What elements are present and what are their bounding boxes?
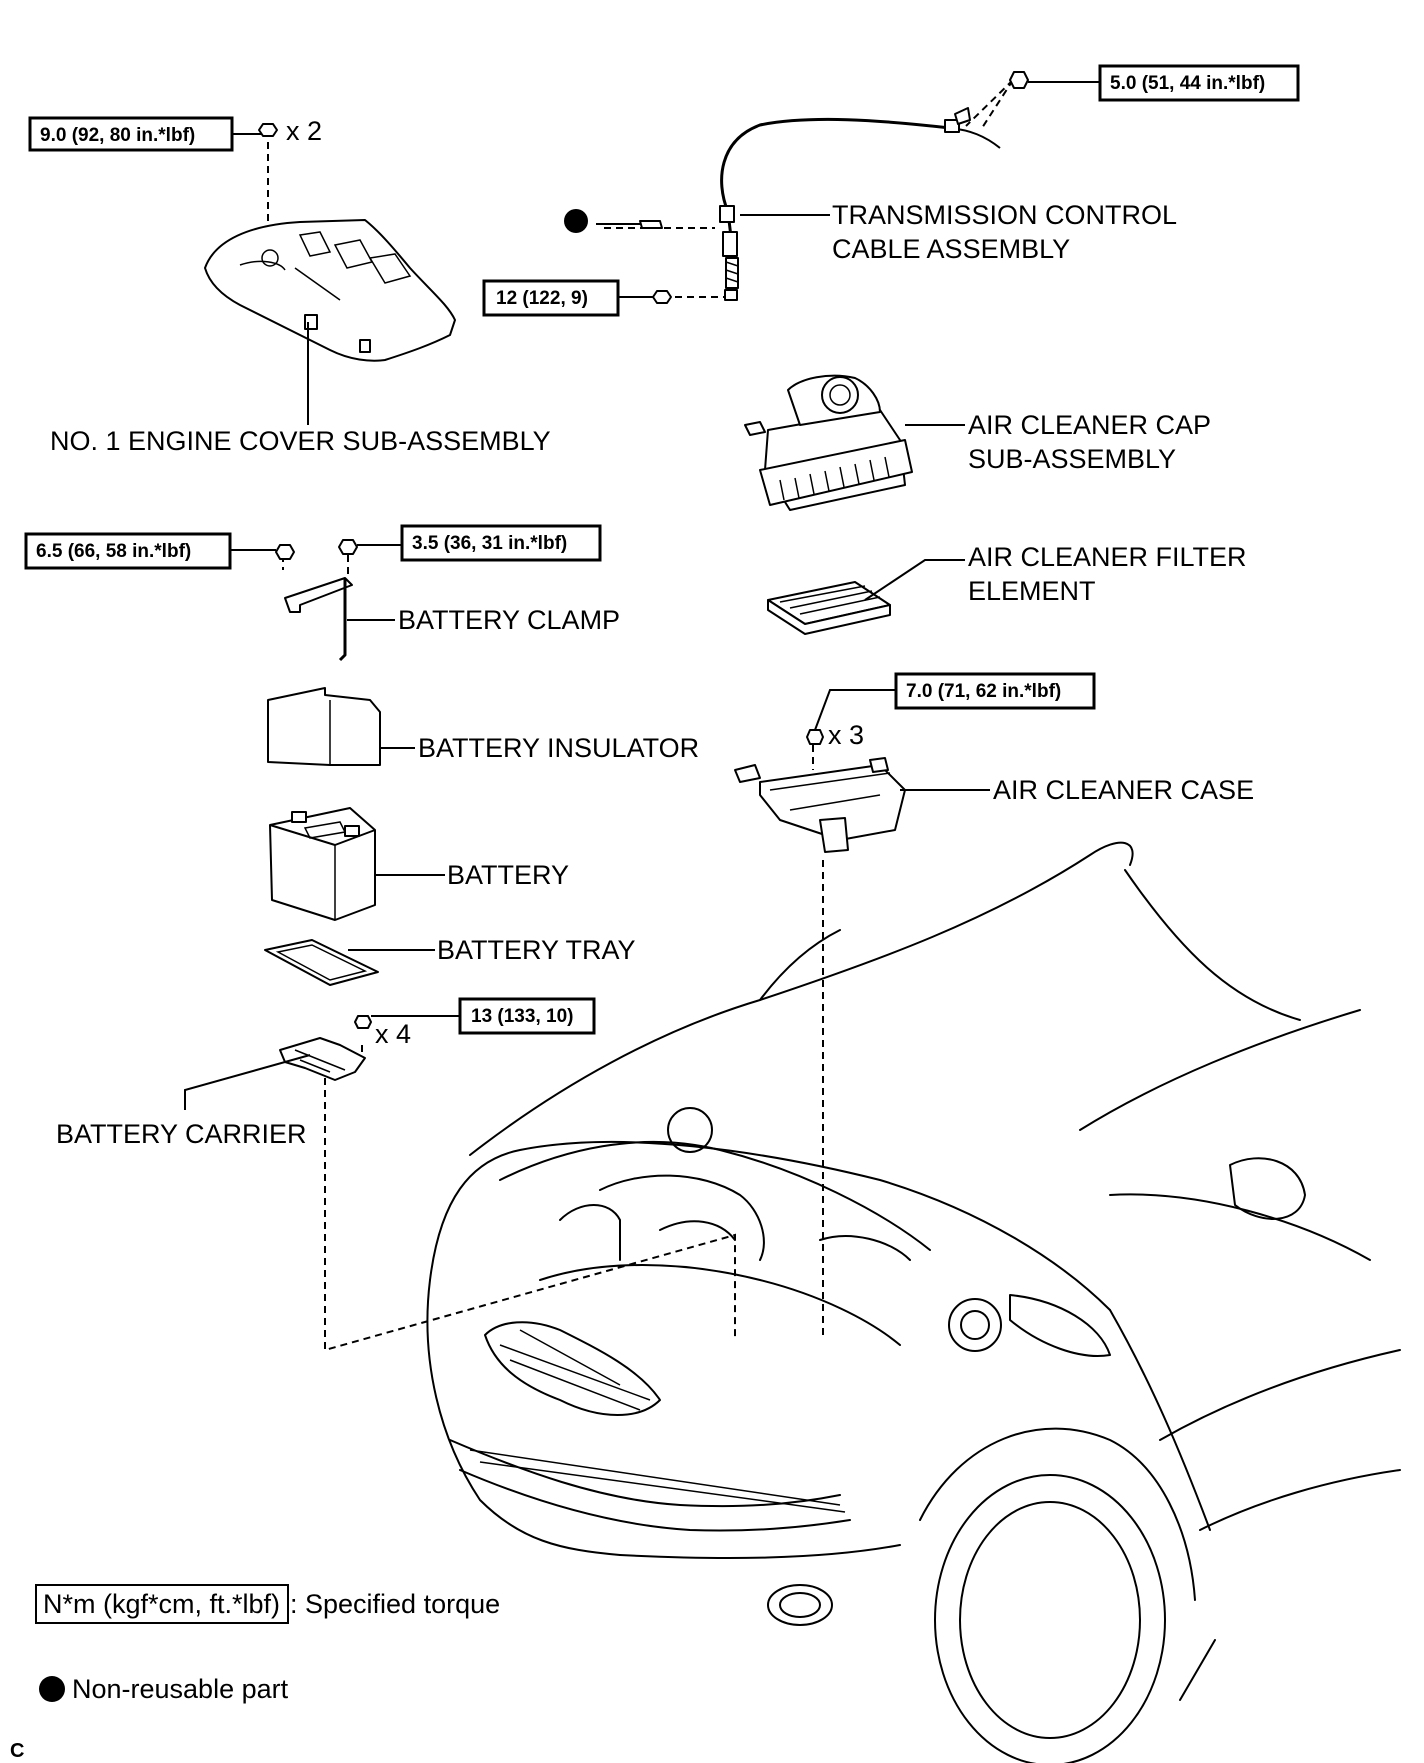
battery-tray-label: BATTERY TRAY bbox=[437, 935, 636, 965]
torque-callouts: 9.0 (92, 80 in.*lbf) x 2 5.0 (51, 44 in.… bbox=[24, 64, 1300, 1049]
non-reusable-part-icon bbox=[564, 209, 588, 233]
battery-insulator bbox=[267, 687, 415, 766]
battery-clamp bbox=[275, 539, 395, 662]
transmission-cable-label-line1: TRANSMISSION CONTROL bbox=[832, 200, 1177, 230]
torque-cable-nut: 12 (122, 9) bbox=[482, 279, 653, 317]
battery-label: BATTERY bbox=[447, 860, 569, 890]
part-labels: TRANSMISSION CONTROL CABLE ASSEMBLY NO. … bbox=[50, 200, 1254, 1149]
torque-engine-cover-nut: 9.0 (92, 80 in.*lbf) x 2 bbox=[28, 116, 322, 152]
svg-text:13 (133, 10): 13 (133, 10) bbox=[471, 1006, 573, 1027]
transmission-cable-label-line2: CABLE ASSEMBLY bbox=[832, 234, 1070, 264]
torque-clamp-bolt: 6.5 (66, 58 in.*lbf) bbox=[24, 532, 276, 570]
air-cleaner-case bbox=[734, 689, 990, 853]
air-cleaner-cap bbox=[744, 374, 965, 511]
air-filter-label-line2: ELEMENT bbox=[968, 576, 1096, 606]
svg-text:12 (122, 9): 12 (122, 9) bbox=[496, 288, 588, 309]
legend-non-reusable-text: Non-reusable part bbox=[72, 1674, 289, 1704]
air-filter-label-line1: AIR CLEANER FILTER bbox=[968, 542, 1247, 572]
air-cleaner-cap-label-line2: SUB-ASSEMBLY bbox=[968, 444, 1176, 474]
battery-tray bbox=[264, 939, 435, 986]
engine-cover-nut-qty: x 2 bbox=[286, 116, 322, 146]
legend-non-reusable-icon bbox=[39, 1676, 65, 1702]
torque-cable-bracket-nut: 5.0 (51, 44 in.*lbf) bbox=[1028, 64, 1300, 102]
transmission-control-cable bbox=[564, 71, 1029, 304]
vehicle-illustration bbox=[426, 841, 1401, 1763]
battery-insulator-label: BATTERY INSULATOR bbox=[418, 733, 699, 763]
air-cleaner-filter bbox=[767, 559, 965, 635]
battery-clamp-label: BATTERY CLAMP bbox=[398, 605, 620, 635]
case-bolt-qty: x 3 bbox=[828, 720, 864, 750]
battery-carrier bbox=[184, 1015, 372, 1110]
torque-clamp-nut: 3.5 (36, 31 in.*lbf) bbox=[357, 524, 602, 562]
svg-text:6.5 (66, 58 in.*lbf): 6.5 (66, 58 in.*lbf) bbox=[36, 541, 191, 562]
legend-torque-unit: N*m (kgf*cm, ft.*lbf) bbox=[43, 1589, 280, 1619]
air-cleaner-cap-label-line1: AIR CLEANER CAP bbox=[968, 410, 1211, 440]
carrier-bolt-qty: x 4 bbox=[375, 1019, 411, 1049]
legend: N*m (kgf*cm, ft.*lbf) : Specified torque… bbox=[10, 1584, 500, 1762]
corner-mark: C bbox=[10, 1740, 24, 1762]
torque-carrier-bolt: 13 (133, 10) x 4 bbox=[371, 997, 596, 1049]
svg-text:9.0 (92, 80 in.*lbf): 9.0 (92, 80 in.*lbf) bbox=[40, 125, 195, 146]
legend-torque-desc: : Specified torque bbox=[290, 1589, 500, 1619]
engine-cover bbox=[204, 123, 456, 425]
assembly-guide-lines bbox=[267, 79, 1014, 1352]
battery bbox=[269, 807, 445, 921]
battery-carrier-label: BATTERY CARRIER bbox=[56, 1119, 307, 1149]
svg-text:7.0 (71, 62 in.*lbf): 7.0 (71, 62 in.*lbf) bbox=[906, 681, 1061, 702]
air-cleaner-case-label: AIR CLEANER CASE bbox=[993, 775, 1254, 805]
torque-case-bolt: 7.0 (71, 62 in.*lbf) x 3 bbox=[828, 672, 1096, 750]
svg-text:5.0 (51, 44 in.*lbf): 5.0 (51, 44 in.*lbf) bbox=[1110, 73, 1265, 94]
svg-text:3.5 (36, 31 in.*lbf): 3.5 (36, 31 in.*lbf) bbox=[412, 533, 567, 554]
engine-cover-label: NO. 1 ENGINE COVER SUB-ASSEMBLY bbox=[50, 426, 551, 456]
